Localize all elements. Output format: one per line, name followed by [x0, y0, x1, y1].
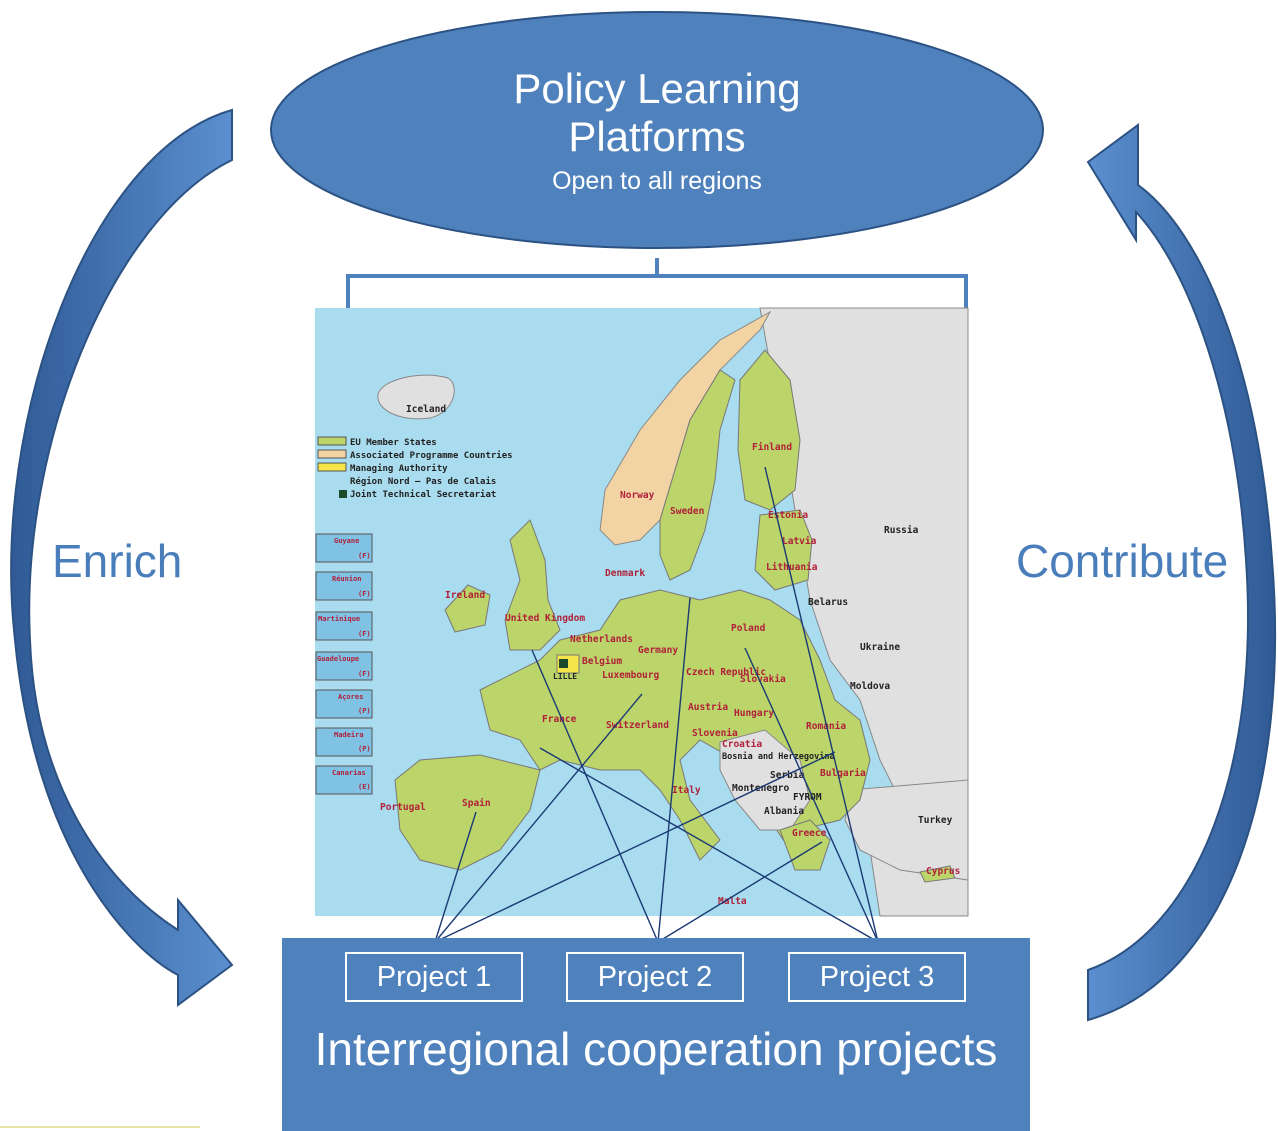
map-label-serbia: Serbia	[770, 770, 805, 781]
contribute-label: Contribute	[1016, 535, 1229, 587]
overseas-code: (P)	[358, 745, 371, 753]
corner-accent-line	[0, 1126, 200, 1128]
map-label-lille: LILLE	[553, 672, 577, 681]
map-greece	[779, 819, 831, 871]
overseas-name: Açores	[338, 693, 363, 701]
project-1-box: Project 1	[345, 952, 523, 1002]
map-label-moldova: Moldova	[850, 681, 890, 692]
policy-platforms-ellipse	[270, 11, 1044, 249]
bracket	[346, 258, 968, 308]
map-label-uk: United Kingdom	[505, 613, 585, 624]
map-label-estonia: Estonia	[768, 510, 808, 521]
map-label-montenegro: Montenegro	[732, 783, 789, 794]
map-label-austria: Austria	[688, 702, 728, 713]
enrich-label: Enrich	[52, 535, 183, 587]
overseas-name: Guyane	[334, 537, 359, 545]
map-iberia	[394, 754, 541, 871]
map-label-switzerland: Switzerland	[606, 720, 669, 731]
overseas-code: (F)	[358, 670, 371, 678]
map-label-cyprus: Cyprus	[926, 866, 960, 877]
overseas-name: Madeira	[334, 731, 364, 739]
map-label-fyrom: FYROM	[793, 792, 822, 803]
map-label-russia: Russia	[884, 525, 919, 536]
overseas-name: Réunion	[332, 575, 362, 583]
legend-swatch-jts	[339, 490, 347, 498]
map-label-turkey: Turkey	[918, 815, 953, 826]
legend-region: Région Nord – Pas de Calais	[350, 476, 496, 487]
map-label-france: France	[542, 714, 577, 725]
overseas-code: (F)	[358, 630, 371, 638]
map-label-netherlands: Netherlands	[570, 634, 633, 645]
overseas-name: Canarias	[332, 769, 366, 777]
map-label-greece: Greece	[792, 828, 827, 839]
map-sweden	[659, 369, 736, 581]
map-label-bosnia: Bosnia and Herzegovina	[722, 751, 835, 762]
map-label-latvia: Latvia	[782, 536, 817, 547]
legend-jts: Joint Technical Secretariat	[350, 489, 496, 500]
map-label-hungary: Hungary	[734, 708, 774, 719]
legend-swatch-managing	[317, 462, 347, 472]
map-ireland	[444, 584, 491, 633]
map-label-czech: Czech Republic	[686, 667, 766, 678]
map-label-malta: Malta	[718, 896, 747, 907]
overseas-code: (E)	[358, 783, 371, 791]
map-finland	[737, 349, 801, 511]
map-turkey-land	[844, 779, 969, 881]
project-3-box: Project 3	[788, 952, 966, 1002]
legend-associated: Associated Programme Countries	[350, 450, 513, 461]
overseas-code: (P)	[358, 707, 371, 715]
overseas-boxes	[315, 533, 373, 795]
map-label-germany: Germany	[638, 645, 678, 656]
map-label-croatia: Croatia	[722, 739, 762, 750]
project-2-box: Project 2	[566, 952, 744, 1002]
map-label-portugal: Portugal	[380, 802, 426, 813]
map-baltics	[754, 509, 813, 591]
enrich-arrow	[10, 108, 234, 1007]
contribute-arrow	[1086, 123, 1277, 1022]
map-label-sweden: Sweden	[670, 506, 704, 517]
legend-eu: EU Member States	[350, 438, 437, 448]
map-label-belgium: Belgium	[582, 656, 622, 667]
map-label-ireland: Ireland	[445, 590, 485, 601]
map-label-slovakia: Slovakia	[740, 674, 786, 685]
map-label-spain: Spain	[462, 798, 491, 809]
map-label-luxembourg: Luxembourg	[602, 670, 659, 681]
cooperation-projects-title: Interregional cooperation projects	[314, 1023, 998, 1075]
overseas-name: Martinique	[318, 615, 360, 623]
map-norway	[599, 310, 772, 546]
overseas-code: (F)	[358, 590, 371, 598]
map-cyprus	[919, 865, 956, 883]
map-label-slovenia: Slovenia	[692, 728, 738, 739]
map-label-ukraine: Ukraine	[860, 642, 900, 653]
overseas-name: Guadeloupe	[317, 655, 359, 663]
map-label-finland: Finland	[752, 442, 792, 453]
map-label-bulgaria: Bulgaria	[820, 768, 866, 779]
overseas-code: (F)	[358, 552, 371, 560]
map-iceland	[377, 374, 455, 420]
europe-map	[315, 307, 969, 917]
legend-swatch-eu	[317, 436, 347, 446]
cooperation-projects-box: Project 1 Project 2 Project 3 Interregio…	[282, 938, 1030, 1131]
map-label-denmark: Denmark	[605, 568, 645, 579]
project-connection-lines	[434, 466, 879, 943]
map-label-norway: Norway	[620, 490, 655, 501]
map-label-iceland: Iceland	[406, 404, 446, 415]
map-label-lithuania: Lithuania	[766, 562, 818, 573]
map-label-albania: Albania	[764, 806, 804, 817]
map-label-poland: Poland	[731, 623, 766, 634]
map-label-italy: Italy	[672, 785, 701, 796]
legend-swatch-associated	[317, 449, 347, 459]
map-label-belarus: Belarus	[808, 597, 848, 608]
map-uk	[504, 519, 561, 651]
legend-managing: Managing Authority	[350, 463, 448, 474]
map-jts-marker	[559, 659, 568, 668]
